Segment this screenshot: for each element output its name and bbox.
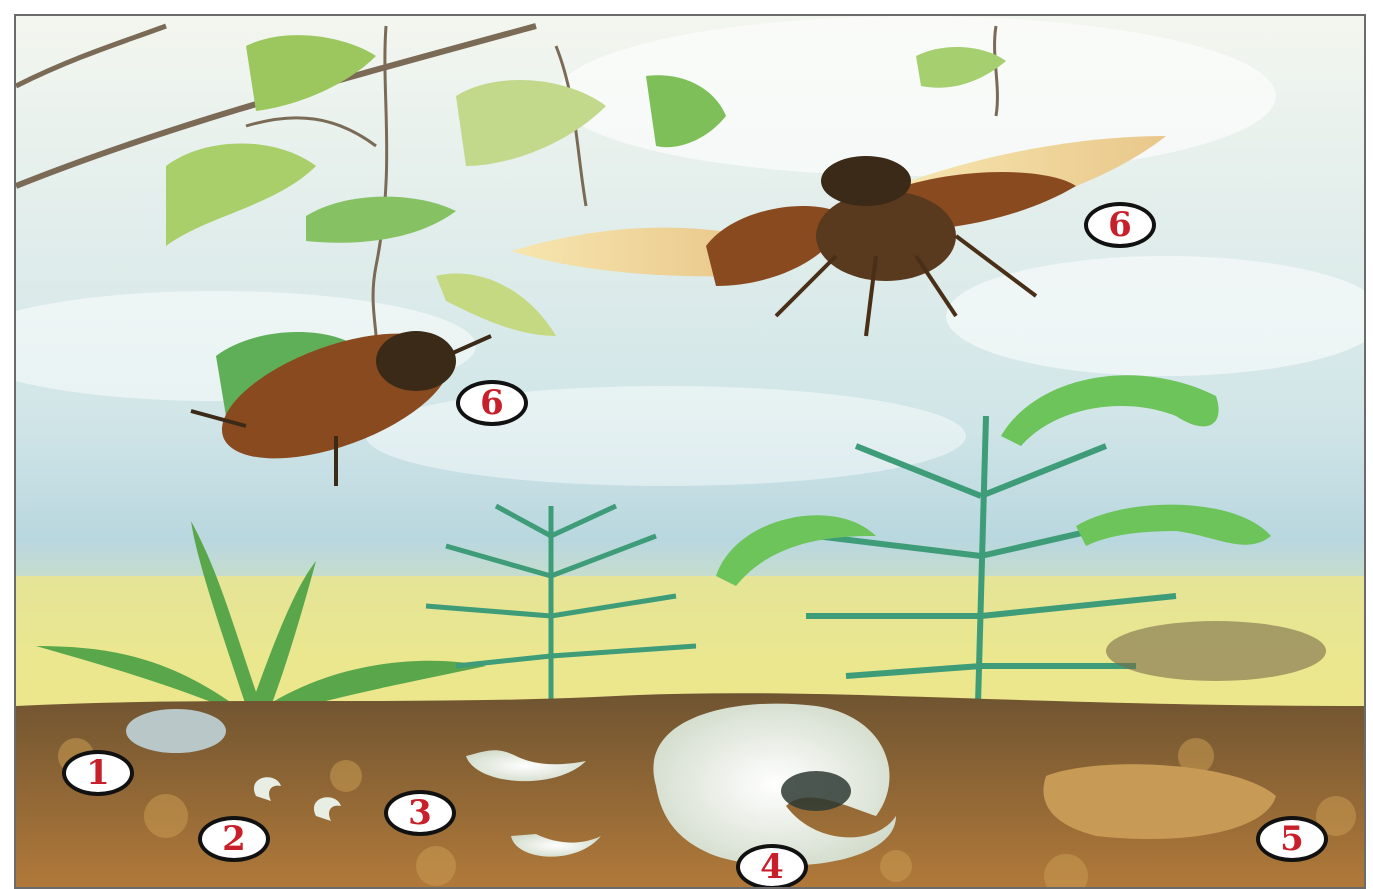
cropped-header xyxy=(0,0,1373,14)
egg-cluster xyxy=(126,709,226,753)
label-badge-third-year-larva: 4 xyxy=(736,844,808,889)
label-badge-young-larva: 2 xyxy=(198,816,270,862)
label-badge-second-year-larva: 3 xyxy=(384,790,456,836)
label-badge-pupa: 5 xyxy=(1256,816,1328,862)
beetle-life-cycle-scene: 1 2 3 4 5 6 6 xyxy=(14,14,1366,889)
third-year-larva xyxy=(653,704,896,866)
scene-artwork xyxy=(16,16,1366,889)
label-badge-adult-flying: 6 xyxy=(1084,202,1156,248)
label-badge-adult-on-branch: 6 xyxy=(456,380,528,426)
label-badge-egg: 1 xyxy=(62,750,134,796)
